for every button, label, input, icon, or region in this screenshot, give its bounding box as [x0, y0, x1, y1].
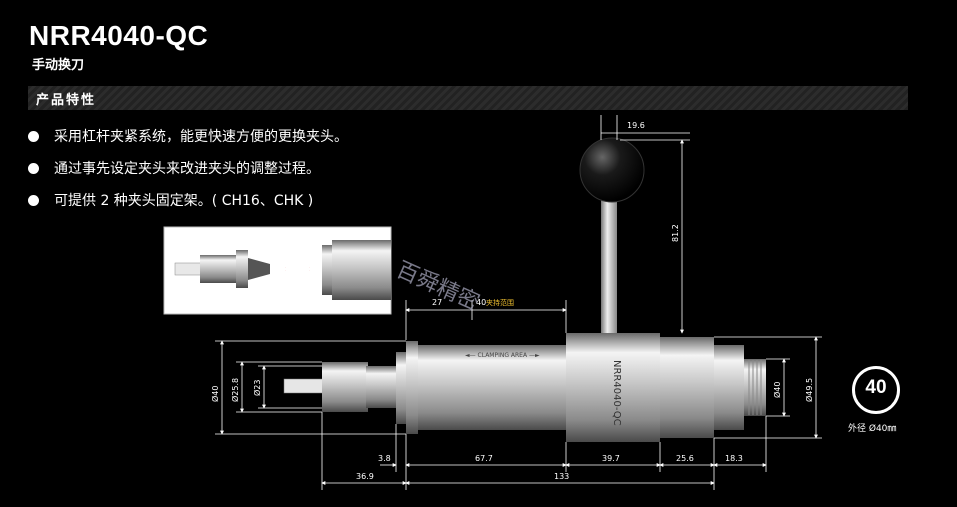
dimension-labels: 19.6 81.2 27 40 夹持范围 Ø40 Ø25.8 Ø23 Ø40 Ø… [210, 121, 814, 481]
dim-dia-40-right: Ø40 [772, 382, 782, 398]
dimension-lines [215, 115, 822, 490]
feature-item: 可提供 2 种夹头固定架。( CH16、CHK ) [28, 184, 348, 216]
lever-handle [579, 137, 645, 338]
clamping-area-text: ◄— CLAMPING AREA —► [465, 352, 540, 359]
product-title: NRR4040-QC [29, 20, 209, 51]
inset-photo [163, 226, 392, 315]
feature-item: 通过事先设定夹头来改进夹头的调整过程。 [28, 152, 348, 184]
feature-text: 通过事先设定夹头来改进夹头的调整过程。 [54, 161, 320, 177]
body-model-text: NRR4040-QC [611, 360, 622, 426]
dim-36-9: 36.9 [356, 472, 374, 481]
dim-27: 27 [432, 298, 442, 307]
badge-value: 40 [865, 377, 887, 398]
diameter-badge-icon: 40 [852, 366, 900, 414]
dim-dia-23: Ø23 [252, 380, 262, 396]
bullet-icon [28, 194, 39, 206]
dim-dia-25-8: Ø25.8 [230, 378, 240, 402]
section-header-label: 产品特性 [36, 93, 97, 108]
badge-caption: 外径 Ø40㎜ [848, 424, 897, 434]
dim-67-7: 67.7 [475, 454, 493, 463]
tool-holder-body: ◄— CLAMPING AREA —► NRR4040-QC [283, 333, 766, 442]
dim-133: 133 [554, 472, 569, 481]
dim-40: 40 [476, 298, 486, 307]
feature-list: 采用杠杆夹紧系统，能更快速方便的更换夹头。 通过事先设定夹头来改进夹头的调整过程… [28, 120, 348, 216]
dim-25-6: 25.6 [676, 454, 694, 463]
dim-3-8: 3.8 [378, 454, 391, 463]
dim-handle-height: 81.2 [671, 224, 680, 242]
section-header-bar: 产品特性 [28, 86, 908, 110]
dim-dia-49-5: Ø49.5 [804, 378, 814, 402]
dim-39-7: 39.7 [602, 454, 620, 463]
feature-item: 采用杠杆夹紧系统，能更快速方便的更换夹头。 [28, 120, 348, 152]
bullet-icon [28, 162, 39, 174]
feature-text: 采用杠杆夹紧系统，能更快速方便的更换夹头。 [54, 129, 348, 145]
clamp-range-label: 夹持范围 [486, 298, 514, 307]
feature-text: 可提供 2 种夹头固定架。( CH16、CHK ) [54, 193, 314, 209]
bullet-icon [28, 130, 39, 142]
product-subtitle: 手动换刀 [32, 58, 85, 73]
dim-dia-40-left: Ø40 [210, 386, 220, 402]
dim-18-3: 18.3 [725, 454, 743, 463]
dim-handle-width: 19.6 [627, 121, 645, 130]
